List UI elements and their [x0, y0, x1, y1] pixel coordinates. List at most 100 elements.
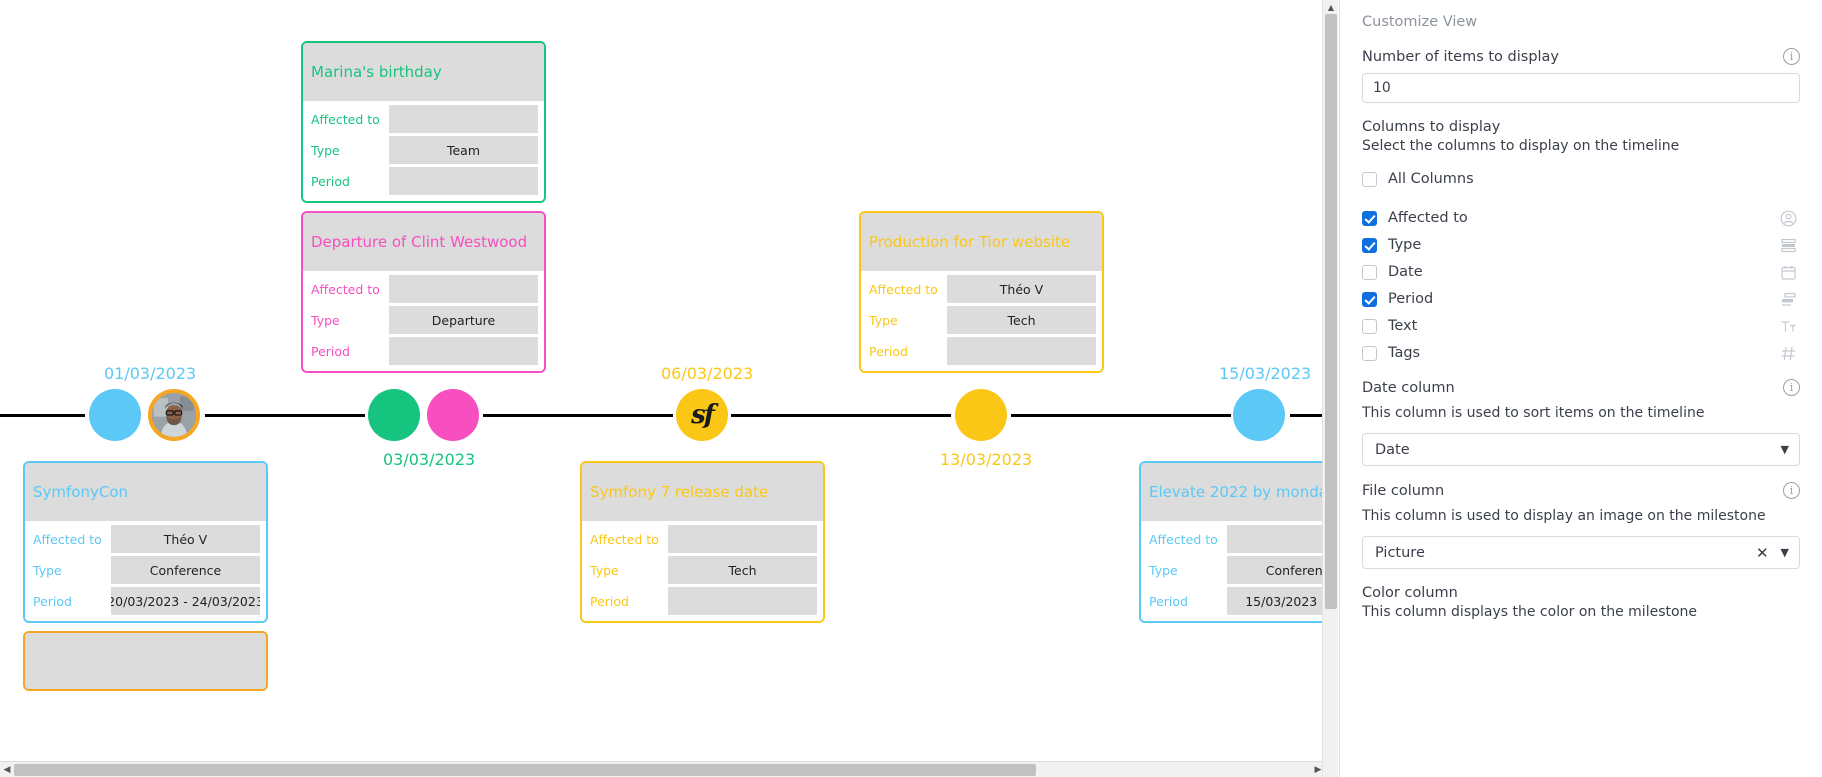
- customize-view-panel: Customize View Number of items to displa…: [1339, 0, 1822, 777]
- checkbox-row-text[interactable]: Text: [1362, 313, 1800, 339]
- file-column-field-header: File column i: [1362, 482, 1800, 499]
- date-column-field-header: Date column i: [1362, 379, 1800, 396]
- date-column-value: Date: [1375, 441, 1410, 458]
- card-partial-next[interactable]: [23, 631, 268, 691]
- card-elevate-2022-monday[interactable]: Elevate 2022 by monday.com Affected to T…: [1139, 461, 1338, 623]
- row-value: [668, 525, 817, 553]
- row-value: Tech: [668, 556, 817, 584]
- card-row: Type Conference: [1141, 556, 1338, 584]
- avatar-photo: [152, 393, 196, 437]
- timeline-canvas[interactable]: sf 01/03/2023 03/03/2023 06/03/2023 13/0…: [0, 0, 1338, 777]
- card-header: Production for Tior website: [861, 213, 1102, 271]
- spacer: [1362, 193, 1800, 205]
- card-row: Period 20/03/2023 - 24/03/2023: [25, 587, 266, 615]
- date-column-label: Date column: [1362, 379, 1455, 396]
- row-label: Period: [869, 343, 908, 359]
- spacer: [1362, 367, 1800, 379]
- date-column-description: This column is used to sort items on the…: [1362, 405, 1705, 421]
- card-production-tior-website[interactable]: Production for Tior website Affected to …: [859, 211, 1104, 373]
- card-symfony-7-release-date[interactable]: Symfony 7 release date Affected to Type …: [580, 461, 825, 623]
- chevron-down-icon[interactable]: ▼: [1780, 443, 1789, 456]
- checkbox-label-type: Type: [1388, 237, 1422, 253]
- card-body: Affected to Type Tech Period: [582, 521, 823, 621]
- row-label: Period: [33, 593, 72, 609]
- columns-to-display-description: Select the columns to display on the tim…: [1362, 138, 1680, 154]
- row-value: [389, 105, 538, 133]
- checkbox-tags[interactable]: [1362, 345, 1377, 361]
- row-value: [947, 337, 1096, 365]
- file-column-description: This column is used to display an image …: [1362, 508, 1766, 524]
- items-count-label: Number of items to display: [1362, 48, 1560, 65]
- row-label: Affected to: [869, 281, 938, 297]
- node-symfony-0603[interactable]: sf: [676, 389, 728, 441]
- file-column-value: Picture: [1375, 544, 1425, 561]
- date-label-0103: 01/03/2023: [104, 364, 197, 383]
- row-value: [389, 275, 538, 303]
- card-title: Departure of Clint Westwood: [311, 233, 528, 251]
- card-departure-clint-westwood[interactable]: Departure of Clint Westwood Affected to …: [301, 211, 546, 373]
- axis-segment: [483, 414, 673, 417]
- date-column-select[interactable]: Date ▼: [1362, 433, 1800, 466]
- node-pink-0303[interactable]: [427, 389, 479, 441]
- checkbox-all-columns[interactable]: [1362, 171, 1377, 187]
- date-label-0603: 06/03/2023: [661, 364, 754, 383]
- card-row: Affected to: [1141, 525, 1338, 553]
- card-body: Affected to Type Departure Period: [303, 271, 544, 371]
- horizontal-scrollbar[interactable]: ◀ ▶: [0, 761, 1325, 777]
- row-label: Affected to: [33, 531, 102, 547]
- card-title: Elevate 2022 by monday.com: [1149, 483, 1338, 501]
- card-body: Affected to Théo V Type Conference Perio…: [25, 521, 266, 621]
- row-value: Tech: [947, 306, 1096, 334]
- node-blue-0103[interactable]: [89, 389, 141, 441]
- checkbox-row-date[interactable]: Date: [1362, 259, 1800, 285]
- axis-segment: [731, 414, 951, 417]
- scroll-up-arrow[interactable]: ▲: [1327, 2, 1335, 12]
- node-green-0303[interactable]: [368, 389, 420, 441]
- card-header: Elevate 2022 by monday.com: [1141, 463, 1338, 521]
- row-value: Team: [389, 136, 538, 164]
- checkbox-row-all-columns[interactable]: All Columns: [1362, 166, 1800, 192]
- info-icon[interactable]: i: [1783, 482, 1800, 499]
- checkbox-affected-to[interactable]: [1362, 210, 1377, 226]
- scroll-left-arrow[interactable]: ◀: [3, 765, 11, 775]
- checkbox-row-affected-to[interactable]: Affected to: [1362, 205, 1800, 231]
- row-label: Type: [869, 312, 898, 328]
- checkbox-row-period[interactable]: Period: [1362, 286, 1800, 312]
- checkbox-type[interactable]: [1362, 237, 1377, 253]
- calendar-icon: [1780, 264, 1800, 281]
- info-icon[interactable]: i: [1783, 379, 1800, 396]
- text-format-icon: [1780, 318, 1800, 335]
- card-row: Period: [303, 167, 544, 195]
- chevron-down-icon[interactable]: ▼: [1780, 546, 1789, 559]
- checkbox-text[interactable]: [1362, 318, 1377, 334]
- row-label: Type: [311, 142, 340, 158]
- card-marinas-birthday[interactable]: Marina's birthday Affected to Type Team …: [301, 41, 546, 203]
- row-label: Type: [33, 562, 62, 578]
- card-symfonycon[interactable]: SymfonyCon Affected to Théo V Type Confe…: [23, 461, 268, 623]
- file-column-select[interactable]: Picture ✕ ▼: [1362, 536, 1800, 569]
- info-icon[interactable]: i: [1783, 48, 1800, 65]
- vertical-scrollbar[interactable]: ▲: [1322, 0, 1338, 777]
- node-blue-1503[interactable]: [1233, 389, 1285, 441]
- node-yellow-1303[interactable]: [955, 389, 1007, 441]
- clear-icon[interactable]: ✕: [1755, 543, 1769, 562]
- checkbox-row-type[interactable]: Type: [1362, 232, 1800, 258]
- checkbox-date[interactable]: [1362, 264, 1377, 280]
- checkbox-row-tags[interactable]: Tags: [1362, 340, 1800, 366]
- card-row: Affected to: [303, 105, 544, 133]
- hash-icon: [1780, 345, 1800, 362]
- horizontal-scroll-thumb[interactable]: [14, 764, 1036, 776]
- row-label: Period: [1149, 593, 1188, 609]
- checkbox-label-date: Date: [1388, 264, 1423, 280]
- vertical-scroll-thumb[interactable]: [1325, 14, 1337, 609]
- scroll-right-arrow[interactable]: ▶: [1314, 765, 1322, 775]
- card-header: SymfonyCon: [25, 463, 266, 521]
- node-avatar-0103[interactable]: [148, 389, 200, 441]
- checkbox-period[interactable]: [1362, 291, 1377, 307]
- axis-segment: [0, 414, 85, 417]
- items-count-field-header: Number of items to display i: [1362, 48, 1800, 65]
- items-count-input[interactable]: 10: [1362, 73, 1800, 103]
- card-body: Affected to Type Conference Period 15/03…: [1141, 521, 1338, 621]
- row-label: Affected to: [1149, 531, 1218, 547]
- card-body: Affected to Théo V Type Tech Period: [861, 271, 1102, 371]
